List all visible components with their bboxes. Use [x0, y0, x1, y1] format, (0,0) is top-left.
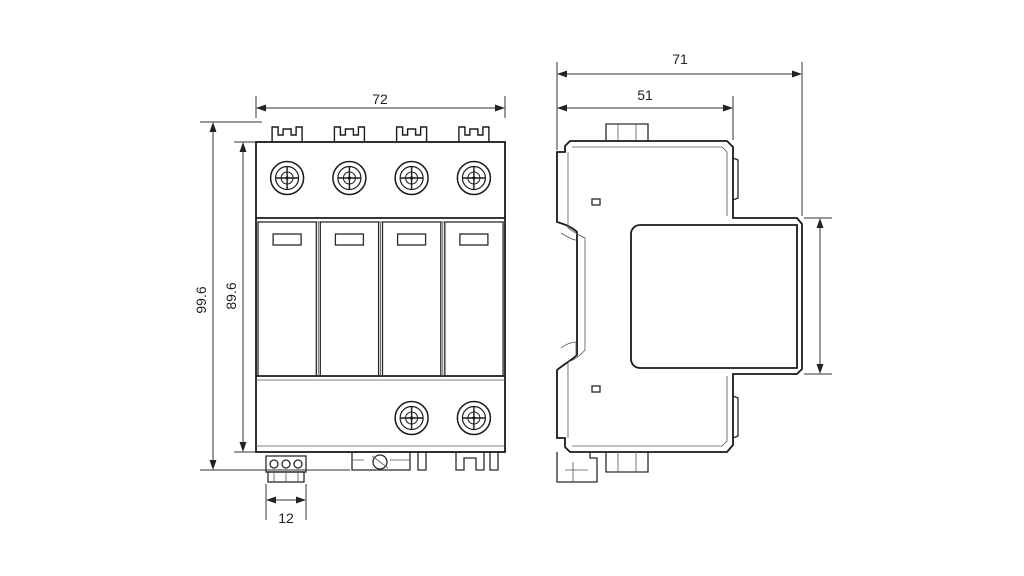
side-view: 71 51	[556, 51, 832, 483]
front-bottom-connector	[265, 455, 307, 483]
status-window	[396, 233, 427, 246]
side-indicator-top	[591, 198, 601, 206]
side-indicator-bottom	[591, 385, 601, 393]
front-module-dividers	[257, 221, 504, 377]
side-bottom-tab	[605, 452, 649, 473]
dim-side-front-face-height	[804, 217, 832, 375]
top-clip	[271, 126, 303, 143]
front-bottom-feet	[417, 452, 499, 471]
pole-module	[319, 221, 380, 377]
dim-front-height-total-label: 99.6	[193, 286, 209, 313]
dim-side-depth-total: 71	[556, 51, 803, 216]
terminal-screw-icon	[456, 400, 492, 436]
top-clip	[458, 126, 490, 143]
front-top-clips	[271, 126, 490, 143]
front-view: 72 99.6 89.6 12	[193, 91, 506, 526]
pole-module	[444, 221, 504, 377]
dim-front-width: 72	[255, 91, 506, 118]
terminal-screw-icon	[269, 160, 305, 196]
dim-side-depth-body: 51	[557, 87, 734, 140]
dim-terminal-width: 12	[265, 484, 307, 526]
front-bottom-screws	[394, 400, 492, 436]
dim-front-height-body: 89.6	[223, 141, 256, 453]
terminal-screw-icon	[332, 160, 367, 196]
side-top-tab	[605, 123, 649, 141]
dim-front-height-body-label: 89.6	[223, 282, 239, 309]
front-body-outline	[255, 141, 506, 453]
dim-front-width-label: 72	[372, 91, 388, 107]
top-clip	[395, 126, 428, 143]
front-top-screws	[269, 160, 492, 196]
dim-side-depth-body-label: 51	[637, 87, 653, 103]
dim-terminal-width-label: 12	[278, 510, 294, 526]
side-bottom-latch	[556, 452, 598, 483]
top-clip	[333, 126, 366, 143]
dim-front-height-total: 99.6	[193, 121, 350, 471]
pole-module	[257, 221, 317, 377]
side-body-outline	[556, 140, 803, 453]
dim-side-depth-total-label: 71	[672, 51, 688, 67]
status-window	[459, 233, 489, 246]
status-window	[334, 233, 365, 246]
terminal-screw-icon	[456, 160, 492, 196]
terminal-screw-icon	[394, 400, 429, 436]
front-din-clip	[351, 452, 411, 471]
side-front-face	[630, 224, 798, 369]
pole-module	[381, 221, 442, 377]
terminal-screw-icon	[394, 160, 429, 196]
status-window	[272, 233, 302, 246]
